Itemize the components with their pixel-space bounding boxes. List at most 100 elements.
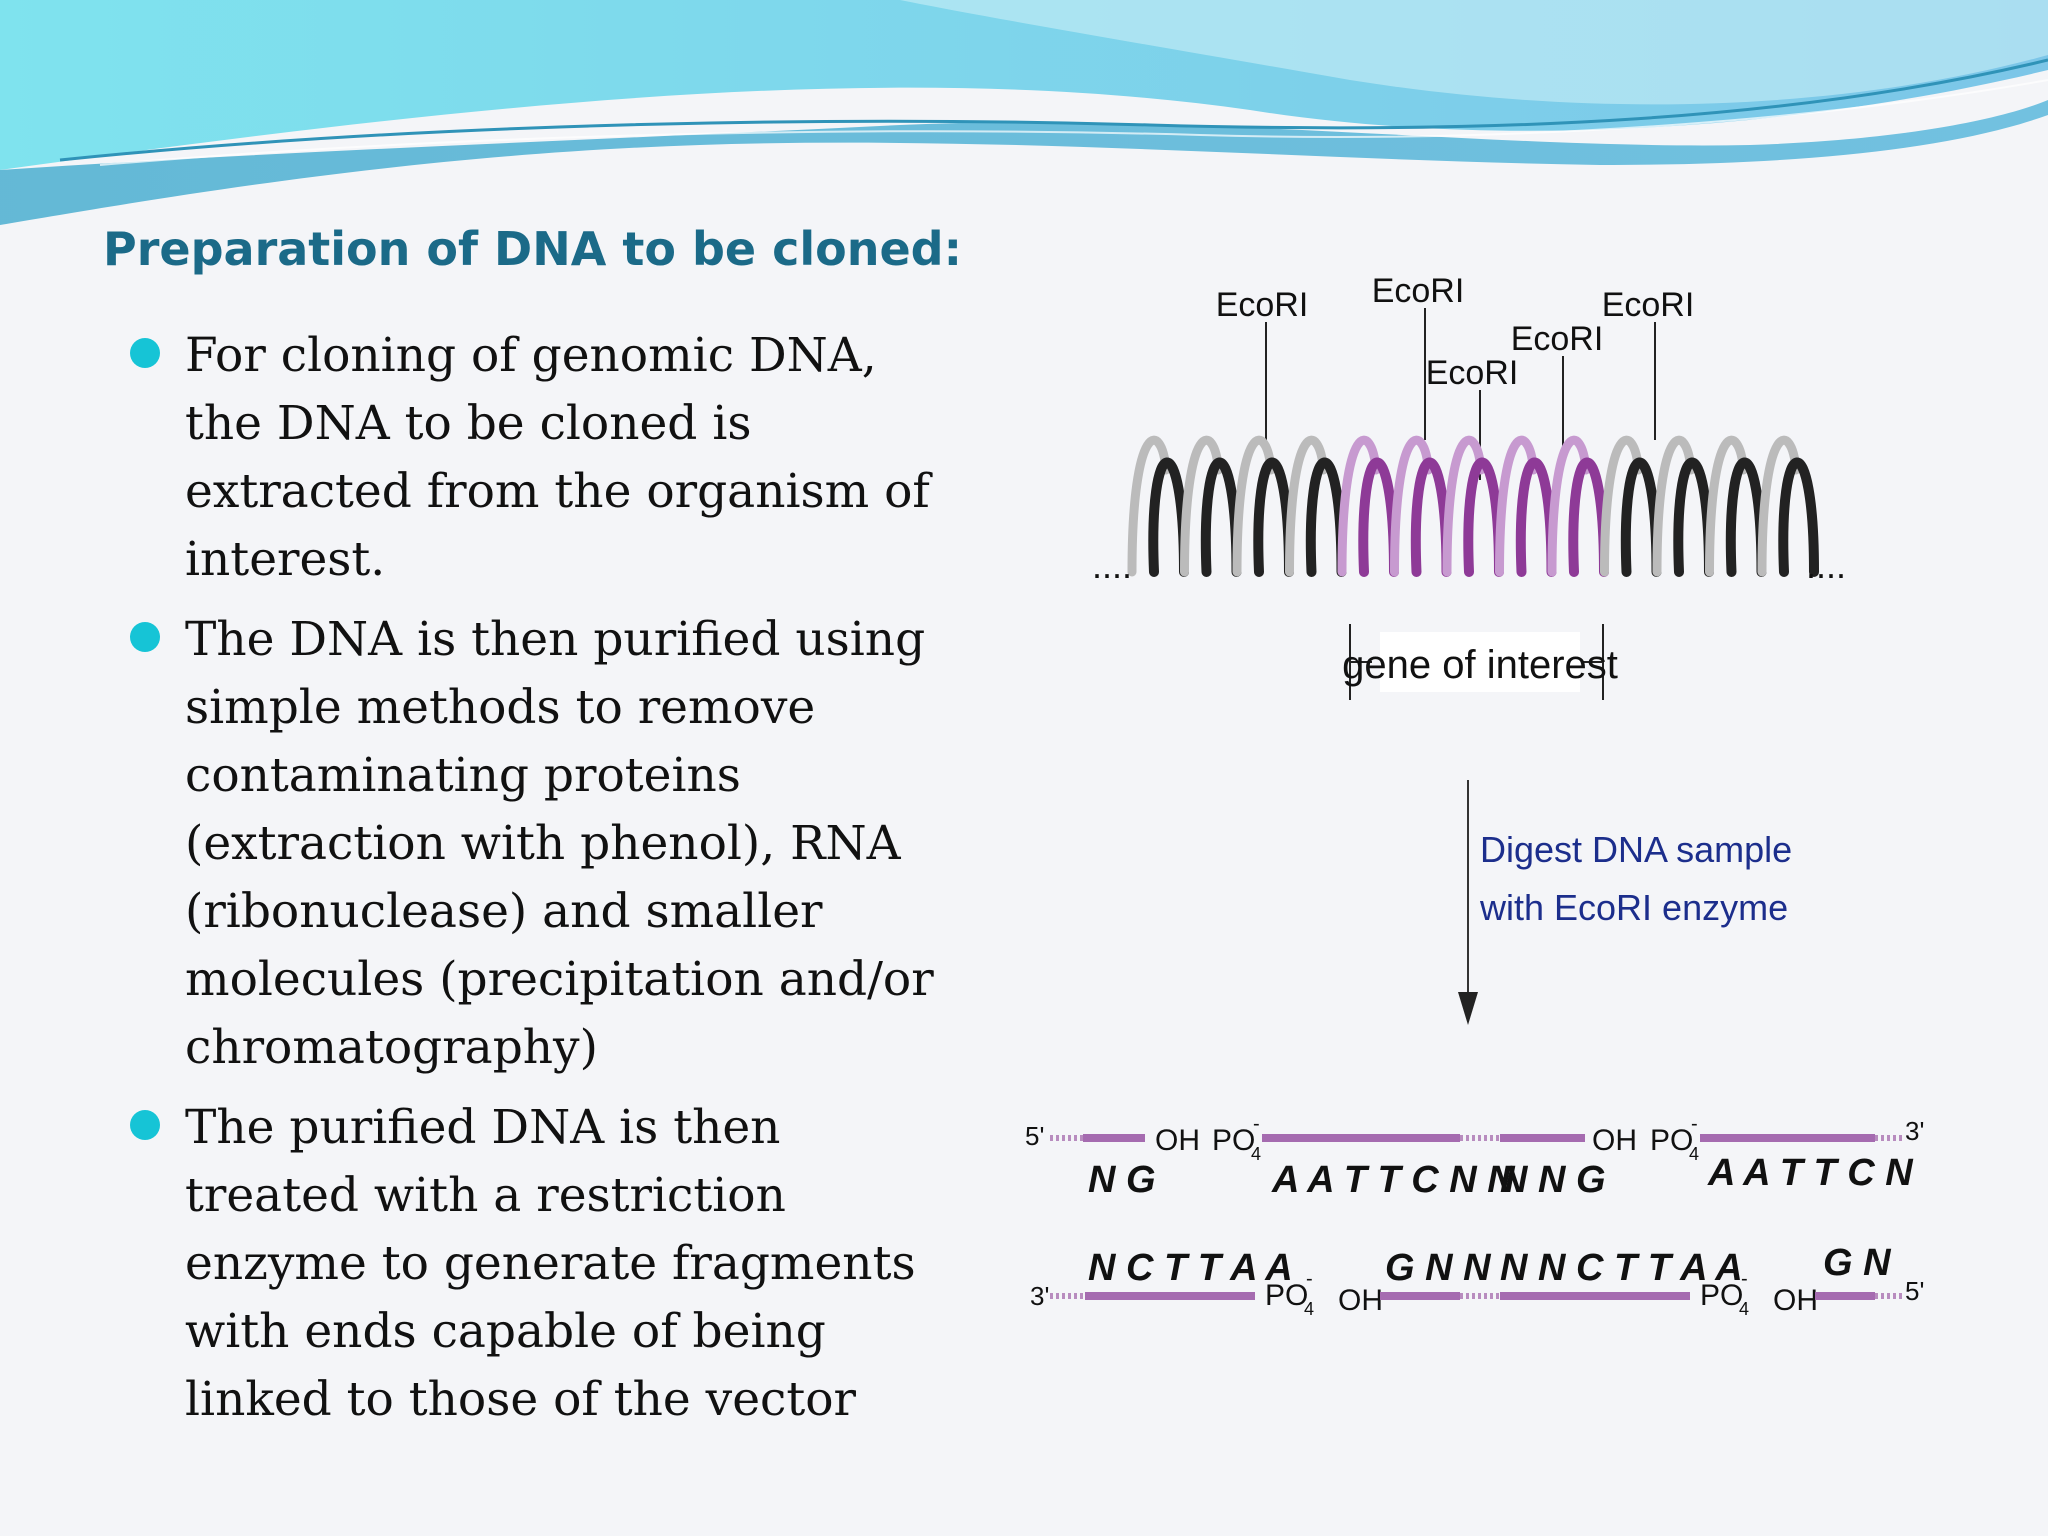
helix-back-strand <box>1600 435 1643 577</box>
digest-arrow <box>1458 780 1478 1025</box>
bullet-dot-icon <box>130 1110 160 1140</box>
fragment-seq: N N G <box>1500 1159 1606 1201</box>
po4-charge: - <box>1691 1113 1698 1135</box>
gene-of-interest-label: gene of interest <box>1342 643 1618 687</box>
bullet-dot-icon <box>130 622 160 652</box>
helix-back-strand <box>1442 435 1486 577</box>
strand-end-label: 5' <box>1905 1276 1924 1306</box>
po4-charge: - <box>1253 1113 1260 1135</box>
bullet-line: molecules (precipitation and/or <box>185 952 934 1007</box>
po4-subscript: 4 <box>1689 1144 1699 1164</box>
helix-front-strand <box>1778 457 1819 577</box>
helix-back-strand <box>1652 435 1696 577</box>
bullet-line: chromatography) <box>185 1020 598 1075</box>
helix-back-strand <box>1232 435 1276 577</box>
po4-label: PO <box>1265 1279 1308 1312</box>
helix-front-strand <box>1148 457 1189 577</box>
oh-label: OH <box>1155 1124 1200 1157</box>
bullet-line: the DNA to be cloned is <box>185 396 752 451</box>
helix-front-strand <box>1410 457 1452 577</box>
bullet-list: For cloning of genomic DNA, the DNA to b… <box>130 322 1010 1446</box>
helix-front-strand <box>1253 457 1294 577</box>
oh-label: OH <box>1773 1284 1818 1317</box>
fragment-seq: A A T T C N <box>1707 1152 1914 1194</box>
helix-front-strand <box>1200 457 1242 577</box>
bullet-line: treated with a restriction <box>185 1168 786 1223</box>
site-label: EcoRI <box>1426 354 1519 392</box>
po4-charge: - <box>1306 1268 1313 1290</box>
helix-back-strand <box>1495 435 1538 577</box>
po4-subscript: 4 <box>1251 1144 1261 1164</box>
fragments-top-strand: 5' N G OH PO 4 - A A T T C N N N N G OH … <box>1025 1113 1924 1201</box>
helix-front-strand <box>1673 457 1714 577</box>
slide-title: Preparation of DNA to be cloned: <box>103 222 962 276</box>
fragment-seq: G N N <box>1385 1247 1492 1289</box>
digest-step-line-1: Digest DNA sample <box>1480 829 1792 870</box>
po4-charge: - <box>1741 1268 1748 1290</box>
bullet-line: simple methods to remove <box>185 680 816 735</box>
helix-front-strand <box>1568 457 1609 577</box>
gene-of-interest-bracket: gene of interest <box>1342 624 1618 700</box>
fragment-seq: N N C T T A A <box>1500 1247 1743 1289</box>
bullet-line: The DNA is then purified using <box>185 612 926 667</box>
bullet-line: For cloning of genomic DNA, <box>185 328 877 383</box>
background-waves <box>0 0 2048 225</box>
helix-front-strand <box>1305 457 1347 577</box>
helix-front-strand <box>1620 457 1662 577</box>
wave-light <box>900 0 2048 105</box>
site-label: EcoRI <box>1602 286 1695 324</box>
fragment-seq: N C T T A A <box>1088 1247 1293 1289</box>
bullet-line: interest. <box>185 532 386 587</box>
helix-back-strand <box>1127 435 1171 577</box>
helix-back-strand <box>1390 435 1433 577</box>
strand-end-label: 3' <box>1905 1116 1924 1146</box>
oh-label: OH <box>1592 1124 1637 1157</box>
helix-back-strand <box>1337 435 1381 577</box>
bullet-line: enzyme to generate fragments <box>185 1236 916 1291</box>
bullet-restriction: The purified DNA is then treated with a … <box>130 1094 1010 1434</box>
bullet-purification: The DNA is then purified using simple me… <box>130 606 1010 1082</box>
po4-label: PO <box>1212 1124 1255 1157</box>
helix-front-strand <box>1515 457 1557 577</box>
bullet-line: The purified DNA is then <box>185 1100 781 1155</box>
helix-dots-left: .... <box>1092 545 1132 586</box>
helix-back-strand <box>1705 435 1748 577</box>
po4-label: PO <box>1700 1279 1743 1312</box>
bullet-genomic-dna: For cloning of genomic DNA, the DNA to b… <box>130 322 1010 594</box>
oh-label: OH <box>1338 1284 1383 1317</box>
fragment-seq: A A T T C N N <box>1271 1159 1516 1201</box>
site-label: EcoRI <box>1372 272 1465 310</box>
ecori-sites: EcoRI EcoRI EcoRI EcoRI EcoRI <box>1216 272 1695 480</box>
helix-front-strand <box>1358 457 1399 577</box>
helix-back-strand <box>1757 435 1801 577</box>
wave-line-2 <box>99 79 2048 166</box>
helix-back-strand <box>1285 435 1328 577</box>
helix-front-strand <box>1463 457 1504 577</box>
bullet-line: (extraction with phenol), RNA <box>185 816 901 871</box>
digest-step-line-2: with EcoRI enzyme <box>1479 887 1788 928</box>
fragment-seq: G N <box>1823 1242 1892 1284</box>
fragments-bottom-strand: 3' N C T T A A PO 4 - OH G N N N N C T T… <box>1030 1242 1924 1319</box>
bullet-dot-icon <box>130 338 160 368</box>
helix-back-strand <box>1180 435 1223 577</box>
bullet-line: (ribonuclease) and smaller <box>185 884 823 939</box>
wave-dark <box>0 100 2048 225</box>
helix-dots-right: .... <box>1806 545 1846 586</box>
po4-label: PO <box>1650 1124 1693 1157</box>
site-label: EcoRI <box>1216 286 1309 324</box>
fragment-seq: N G <box>1088 1159 1156 1201</box>
dna-helix <box>1127 435 1819 577</box>
site-label: EcoRI <box>1511 320 1604 358</box>
bullet-line: with ends capable of being <box>185 1304 826 1359</box>
bullet-line: extracted from the organism of <box>185 464 930 519</box>
strand-end-label: 3' <box>1030 1281 1049 1311</box>
wave-line <box>59 58 2048 162</box>
helix-back-strand <box>1547 435 1591 577</box>
bullet-line: contaminating proteins <box>185 748 741 803</box>
strand-end-label: 5' <box>1025 1121 1044 1151</box>
bullet-line: linked to those of the vector <box>185 1372 856 1427</box>
po4-subscript: 4 <box>1739 1299 1749 1319</box>
po4-subscript: 4 <box>1304 1299 1314 1319</box>
helix-front-strand <box>1725 457 1767 577</box>
